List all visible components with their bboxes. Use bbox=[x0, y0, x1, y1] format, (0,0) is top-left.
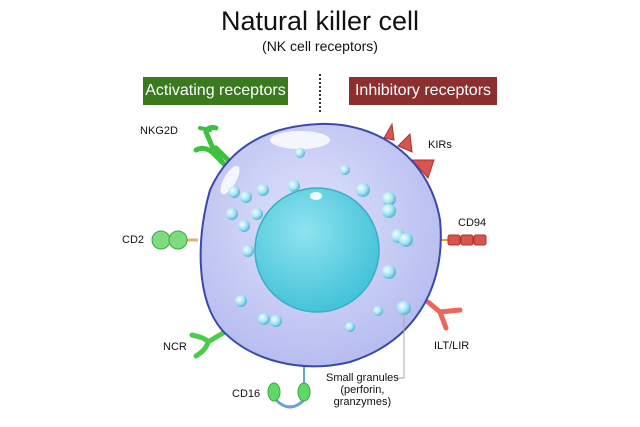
kirs-receptor bbox=[383, 122, 435, 179]
kirs-label: KIRs bbox=[428, 139, 452, 151]
cd2-label: CD2 bbox=[122, 234, 145, 246]
cd2-receptor bbox=[151, 230, 198, 250]
ilt-lir-receptor bbox=[425, 299, 463, 331]
nkg2d-label: NKG2D bbox=[140, 125, 178, 137]
diagram-subtitle: (NK cell receptors) bbox=[262, 38, 378, 54]
cd16-receptor bbox=[267, 363, 311, 409]
nucleus bbox=[254, 187, 380, 313]
activating-receptors-badge: Activating receptors bbox=[143, 77, 288, 105]
cd94-label: CD94 bbox=[458, 217, 487, 229]
granules-label: Small granules (perforin, granzymes) bbox=[326, 372, 399, 408]
cd16-label: CD16 bbox=[232, 388, 261, 400]
diagram-title: Natural killer cell bbox=[220, 6, 420, 36]
cd94-receptor bbox=[440, 234, 487, 246]
ncr-receptor bbox=[189, 327, 231, 359]
ncr-label: NCR bbox=[163, 341, 187, 353]
nkg2d-receptor bbox=[193, 125, 239, 175]
granules-leader-line bbox=[396, 313, 405, 379]
granules bbox=[226, 148, 413, 332]
ilt-lir-label: ILT/LIR bbox=[434, 340, 470, 352]
inhibitory-receptors-badge: Inhibitory receptors bbox=[349, 77, 497, 105]
